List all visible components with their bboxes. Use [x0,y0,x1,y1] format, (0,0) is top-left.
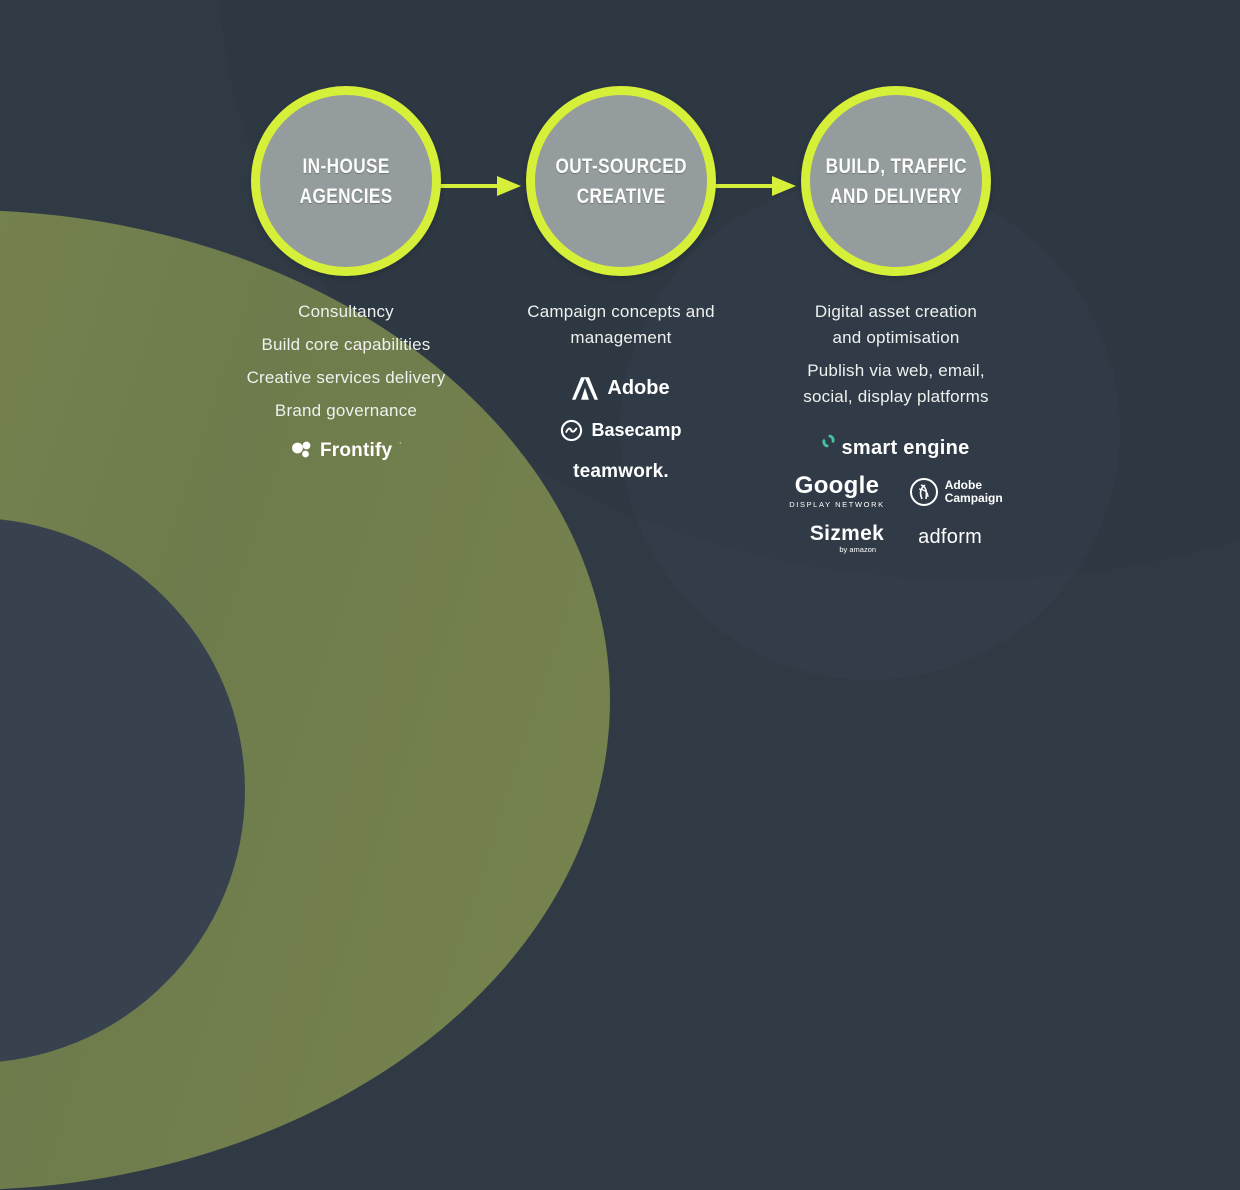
teamwork-logo: teamwork. [573,461,669,483]
stage-bullets: Campaign concepts and management [524,299,719,351]
smart-engine-label: smart engine [841,437,970,459]
stage-circle: OUT-SOURCED CREATIVE [526,86,716,276]
stage-circle: BUILD, TRAFFIC AND DELIVERY [801,86,991,276]
adobe-label: Adobe [607,377,670,399]
teamwork-label: teamwork. [573,461,669,482]
google-display-network-logo: Google DISPLAY NETWORK [789,472,885,510]
arrow-right-icon [714,176,796,196]
bullet-text: Build core capabilities [261,335,431,354]
stage-out-sourced-creative: OUT-SOURCED CREATIVE Campaign concepts a… [481,0,761,483]
stage-in-house-agencies: IN-HOUSE AGENCIES Consultancy Build core… [206,0,486,462]
stage-bullets: Consultancy Build core capabilities Crea… [247,299,446,424]
frontify-logo: Frontify ’ [291,440,401,462]
stage-title-line1: IN-HOUSE [302,154,390,178]
basecamp-icon [561,419,583,442]
sizmek-logo: Sizmek by amazon [810,523,884,554]
bullet-text: Consultancy [298,302,394,321]
basecamp-logo: Basecamp [560,419,682,442]
adobe-campaign-label-line1: Adobe [944,477,983,492]
logo-row-google-adobe-campaign: Google DISPLAY NETWORK Adobe Campaign [789,472,1003,510]
adobe-campaign-logo: Adobe Campaign [909,477,1003,507]
frontify-trademark: ’ [399,441,402,450]
arrow-right-icon [439,176,521,196]
sizmek-label: Sizmek [809,522,885,545]
smart-engine-logo: smart engine [822,434,969,460]
google-display-network-label: DISPLAY NETWORK [789,500,885,509]
stage-title-line2: CREATIVE [576,184,666,208]
stage-title-line2: AGENCIES [299,184,393,208]
stage-title-line2: AND DELIVERY [829,184,963,208]
stage-logos: Adobe Basecamp teamwork. [560,377,682,483]
adobe-logo: Adobe [572,377,670,400]
adobe-campaign-icon [909,477,938,506]
stage-circle: IN-HOUSE AGENCIES [251,86,441,276]
stage-build-traffic-delivery: BUILD, TRAFFIC AND DELIVERY Digital asse… [756,0,1036,554]
bullet-text: Brand governance [274,401,418,420]
stage-title-line1: BUILD, TRAFFIC [825,154,967,178]
stage-bullets: Digital asset creation and optimisation … [801,299,991,410]
google-label: Google [794,472,880,499]
stage-logos: smart engine Google DISPLAY NETWORK Adob… [789,434,1003,554]
logo-row-sizmek-adform: Sizmek by amazon adform [810,523,982,554]
smart-engine-icon [822,434,835,448]
frontify-icon [292,441,311,458]
basecamp-label: Basecamp [591,420,682,440]
sizmek-by-amazon-label: by amazon [839,545,877,554]
frontify-label: Frontify [319,440,393,461]
adobe-campaign-label-line2: Campaign [944,490,1003,505]
adform-logo: adform [918,526,983,548]
bullet-text: Campaign concepts and management [527,302,715,347]
bullet-text: Creative services delivery [246,368,446,387]
bullet-text: Publish via web, email, social, display … [803,361,989,406]
stage-title-line1: OUT-SOURCED [555,154,687,178]
adobe-icon [572,377,599,400]
bullet-text: Digital asset creation and optimisation [814,302,978,347]
